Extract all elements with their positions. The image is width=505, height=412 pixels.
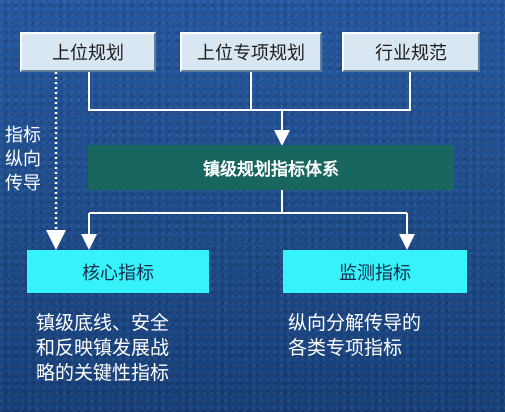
caption-core-indicators: 镇级底线、安全 和反映镇发展战 略的关键性指标	[36, 312, 170, 384]
top-box-industry-standard-label: 行业规范	[375, 43, 447, 64]
bottom-box-core-indicators: 核心指标	[27, 250, 209, 293]
top-box-upper-special-plan: 上位专项规划	[180, 32, 322, 72]
center-box-indicator-system: 镇级规划指标体系	[88, 145, 454, 190]
side-label-line-1: 指标	[5, 125, 41, 146]
top-box-upper-special-plan-label: 上位专项规划	[197, 43, 305, 64]
side-label-line-3: 传导	[5, 173, 41, 194]
side-label-vertical-transmission: 指标 纵向 传导	[5, 124, 45, 196]
bottom-box-monitor-indicators: 监测指标	[283, 250, 467, 293]
core-indicators-label: 核心指标	[82, 262, 154, 284]
top-box-upper-plan-label: 上位规划	[52, 43, 124, 64]
center-box-label: 镇级规划指标体系	[203, 160, 339, 180]
side-label-line-2: 纵向	[5, 149, 41, 170]
monitor-indicators-label: 监测指标	[339, 262, 411, 284]
caption-monitor-indicators: 纵向分解传导的 各类专项指标	[288, 312, 422, 359]
top-box-upper-plan: 上位规划	[20, 32, 156, 72]
top-box-industry-standard: 行业规范	[342, 32, 480, 72]
